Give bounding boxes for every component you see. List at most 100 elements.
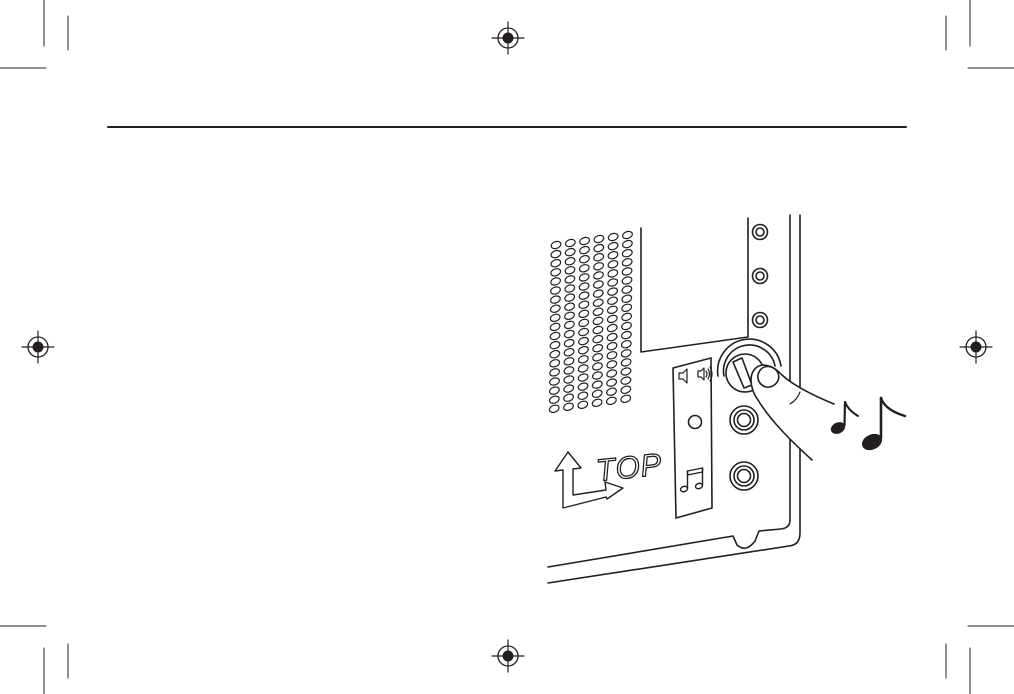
grille-hole	[592, 316, 604, 326]
grille-hole	[606, 387, 618, 397]
grille-hole	[606, 323, 618, 333]
grille-hole	[564, 256, 576, 266]
grille-hole	[620, 376, 632, 386]
grille-hole	[592, 371, 604, 381]
grille-hole	[563, 365, 575, 375]
crop-mark-bottom-left	[0, 626, 68, 694]
grille-hole	[549, 386, 561, 396]
grille-hole	[621, 248, 633, 258]
grille-hole	[591, 380, 603, 390]
grille-hole	[550, 286, 562, 296]
grille-hole	[621, 266, 633, 276]
grille-hole	[577, 382, 589, 392]
grille-hole	[563, 329, 575, 339]
speaker-mute-icon	[679, 369, 687, 383]
crop-mark-top-right	[946, 0, 1014, 68]
audio-jack	[730, 406, 758, 434]
grille-hole	[621, 330, 633, 340]
registration-mark-icon	[22, 331, 54, 363]
grille-hole	[621, 294, 633, 304]
grille-hole	[592, 334, 604, 344]
grille-hole	[606, 369, 618, 379]
grille-hole	[622, 239, 634, 249]
grille-hole	[607, 268, 619, 278]
grille-hole	[621, 276, 633, 286]
grille-hole	[578, 327, 590, 337]
screw-icon	[753, 313, 768, 328]
grille-hole	[564, 284, 576, 294]
grille-hole	[563, 347, 575, 357]
grille-hole	[579, 236, 591, 246]
grille-hole	[620, 367, 632, 377]
grille-hole	[579, 245, 591, 255]
grille-hole	[564, 293, 576, 303]
grille-hole	[577, 354, 589, 364]
grille-hole	[579, 254, 591, 264]
grille-hole	[577, 391, 589, 401]
crop-mark-bottom-right	[946, 626, 1014, 694]
crop-mark-top-left	[0, 0, 68, 68]
grille-hole	[549, 340, 561, 350]
grille-hole	[592, 352, 604, 362]
registration-mark-icon	[492, 640, 524, 672]
grille-hole	[592, 343, 604, 353]
grille-hole	[606, 350, 618, 360]
grille-hole	[549, 331, 561, 341]
grille-hole	[607, 287, 619, 297]
grille-hole	[550, 267, 562, 277]
speaker-volume-icon	[698, 367, 712, 381]
grille-hole	[593, 234, 605, 244]
grille-hole	[593, 270, 605, 280]
grille-hole	[620, 357, 632, 367]
grille-hole	[593, 261, 605, 271]
speaker-grille	[548, 230, 633, 414]
grille-hole	[578, 318, 590, 328]
grille-hole	[577, 373, 589, 383]
grille-hole	[549, 358, 561, 368]
indicator-light	[689, 416, 702, 429]
grille-hole	[578, 336, 590, 346]
grille-hole	[564, 302, 576, 312]
music-notes-icon	[829, 398, 905, 453]
grille-hole	[564, 311, 576, 321]
grille-hole	[549, 367, 561, 377]
grille-hole	[578, 300, 590, 310]
grille-hole	[620, 348, 632, 358]
grille-hole	[593, 252, 605, 262]
grille-hole	[606, 332, 618, 342]
display-window	[641, 218, 748, 352]
grille-hole	[563, 402, 575, 412]
grille-hole	[549, 349, 561, 359]
grille-hole	[606, 378, 618, 388]
grille-hole	[578, 291, 590, 301]
grille-hole	[550, 276, 562, 286]
grille-hole	[621, 303, 633, 313]
grille-hole	[550, 295, 562, 305]
grille-hole	[607, 250, 619, 260]
registration-mark-icon	[960, 331, 992, 363]
grille-hole	[607, 305, 619, 315]
grille-hole	[578, 272, 590, 282]
grille-hole	[550, 258, 562, 268]
screw-icon	[753, 269, 768, 284]
grille-hole	[564, 320, 576, 330]
grille-hole	[550, 249, 562, 259]
grille-hole	[591, 398, 603, 408]
grille-hole	[563, 375, 575, 385]
eighth-note-large	[859, 398, 905, 453]
grille-hole	[563, 384, 575, 394]
screw-icon	[753, 225, 768, 240]
grille-hole	[622, 230, 634, 240]
grille-hole	[578, 309, 590, 319]
grille-hole	[563, 356, 575, 366]
grille-hole	[578, 282, 590, 292]
grille-hole	[564, 274, 576, 284]
grille-hole	[591, 389, 603, 399]
grille-hole	[563, 338, 575, 348]
grille-hole	[592, 361, 604, 371]
grille-hole	[620, 394, 632, 404]
control-strip	[673, 358, 712, 518]
grille-hole	[592, 325, 604, 335]
finger	[751, 365, 834, 460]
